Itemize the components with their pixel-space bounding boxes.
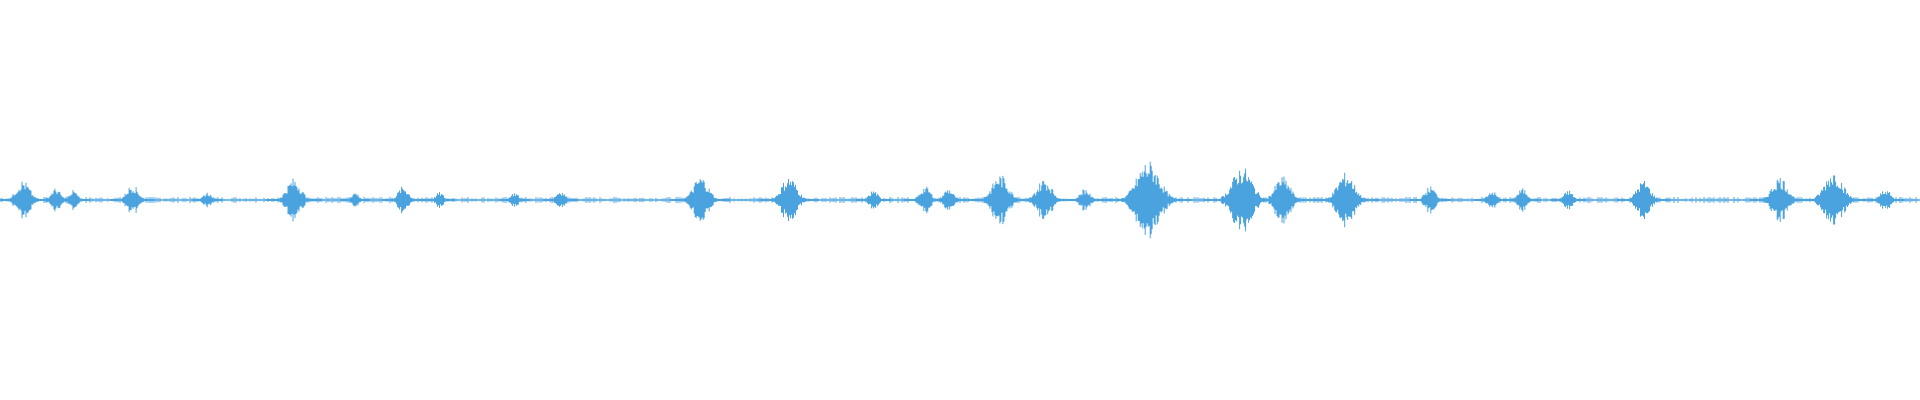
waveform-peak [929,190,968,210]
waveform-peak [543,192,579,208]
waveform-peak [382,186,425,214]
waveform-peak [498,193,530,207]
waveform-peak [856,191,892,209]
waveform-peak [1617,181,1670,219]
waveform-peak [265,178,322,222]
waveform-peak [1409,186,1452,214]
waveform-peak [424,192,455,208]
waveform-peak [1103,161,1193,239]
waveform-peak [339,193,371,207]
waveform-peak [1016,181,1073,219]
waveform-peak [1312,172,1380,228]
waveform-peaks [0,161,1919,239]
waveform-peak [1065,189,1104,211]
waveform-peak [1503,188,1542,212]
waveform-peak [109,187,155,213]
waveform-peak [55,190,91,210]
waveform-peak [759,179,819,221]
waveform-peak [1798,175,1870,225]
waveform-peak [1866,191,1905,209]
waveform-peak [1551,190,1587,210]
waveform-peak [191,192,223,208]
waveform-peak [1252,176,1313,224]
waveform-peak [670,179,731,221]
